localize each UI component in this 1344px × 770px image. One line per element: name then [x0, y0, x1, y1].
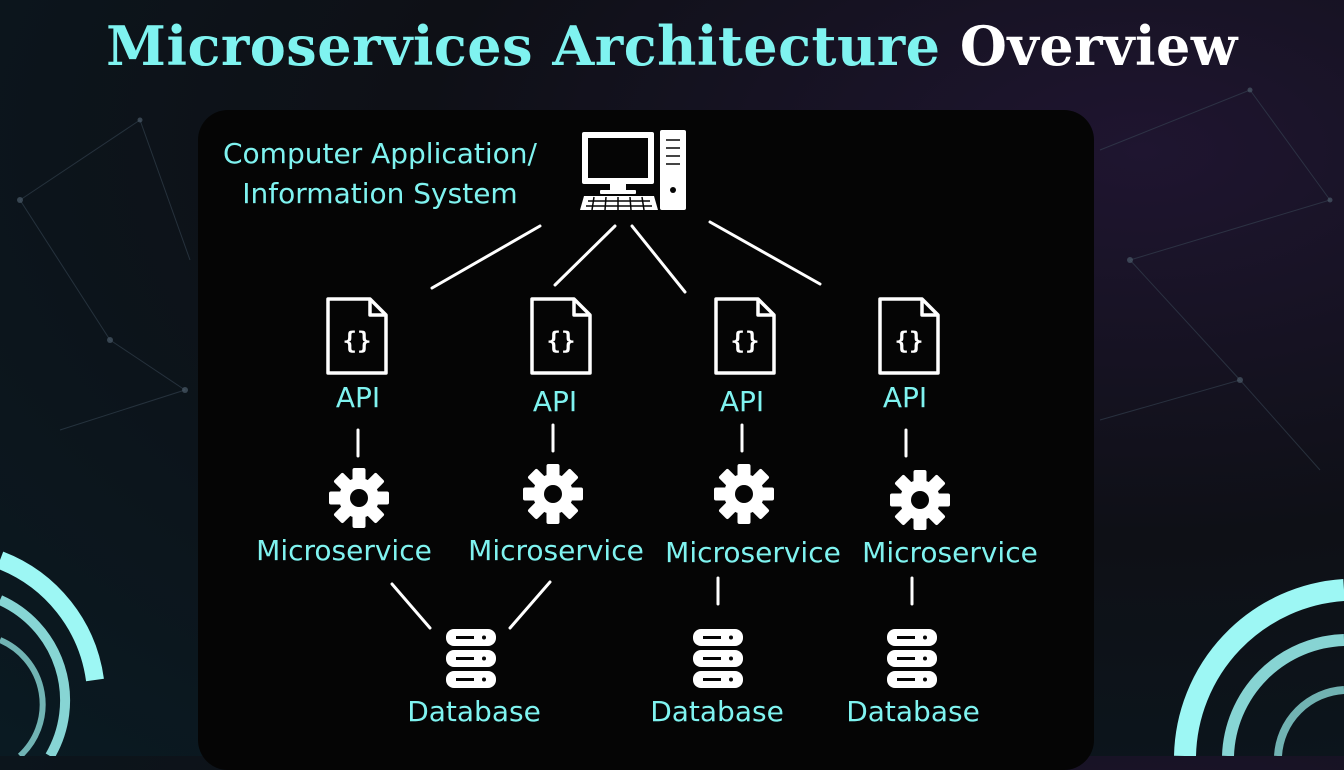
- gear-icon: [890, 470, 950, 530]
- api-file-icon: {}: [878, 297, 940, 375]
- database-icon: [887, 629, 937, 688]
- title-accent: Overview: [959, 14, 1238, 78]
- system-label: Computer Application/ Information System: [200, 134, 560, 214]
- database-icon: [693, 629, 743, 688]
- microservice-label: Microservice: [665, 536, 841, 569]
- diagram-panel: [198, 110, 1094, 770]
- decorative-ring-left: [0, 551, 104, 756]
- svg-text:{}: {}: [895, 327, 924, 355]
- connector-system-api-3: [630, 224, 687, 294]
- api-file-icon: {}: [714, 297, 776, 375]
- api-label: API: [532, 385, 578, 418]
- svg-text:{}: {}: [547, 327, 576, 355]
- database-label: Database: [407, 695, 541, 728]
- desktop-computer-icon: [580, 130, 686, 211]
- api-label: API: [719, 385, 765, 418]
- database-label: Database: [650, 695, 784, 728]
- page-title: Microservices Architecture Overview: [0, 14, 1344, 78]
- system-label-line1: Computer Application/: [223, 137, 537, 170]
- api-file-icon: {}: [326, 297, 388, 375]
- connector-service-db-1b: [508, 580, 552, 630]
- api-label: API: [335, 381, 381, 414]
- database-label: Database: [846, 695, 980, 728]
- microservice-label: Microservice: [862, 536, 1038, 569]
- microservice-label: Microservice: [256, 534, 432, 567]
- connector-service-db-1a: [390, 582, 432, 630]
- decorative-ring-right: [1174, 579, 1344, 756]
- database-icon: [446, 629, 496, 688]
- connector-system-api-2: [553, 224, 617, 287]
- gear-icon: [714, 464, 774, 524]
- svg-text:{}: {}: [343, 327, 372, 355]
- gear-icon: [523, 464, 583, 524]
- title-main: Microservices Architecture: [106, 14, 941, 78]
- system-label-line2: Information System: [242, 177, 518, 210]
- connector-system-api-1: [430, 224, 542, 290]
- api-file-icon: {}: [530, 297, 592, 375]
- svg-text:{}: {}: [731, 327, 760, 355]
- connector-system-api-4: [708, 220, 822, 286]
- microservice-label: Microservice: [468, 534, 644, 567]
- api-label: API: [882, 381, 928, 414]
- gear-icon: [329, 468, 389, 528]
